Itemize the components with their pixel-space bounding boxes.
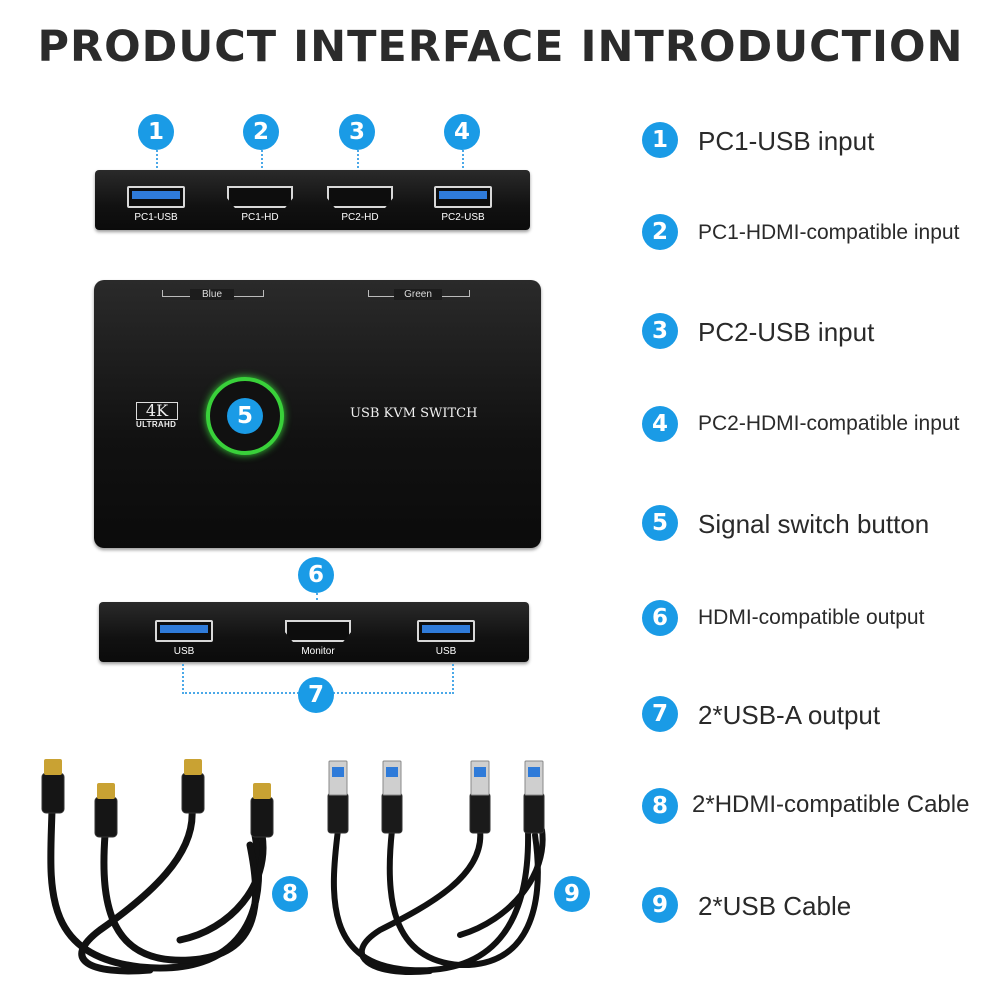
- monitor-caption: Monitor: [301, 646, 335, 657]
- logo-4k: 4K ULTRAHD: [136, 402, 180, 429]
- badge-8: 8: [272, 876, 308, 912]
- legend-label: 2*HDMI-compatible Cable: [692, 791, 970, 818]
- legend-label: PC2-USB input: [698, 317, 875, 347]
- legend-label: PC1-HDMI-compatible input: [698, 221, 960, 244]
- connector-line-2: [261, 150, 263, 172]
- badge-3: 3: [339, 114, 375, 150]
- legend-badge: 2: [642, 214, 678, 250]
- legend-item-4: 4 PC2-HDMI-compatible input: [640, 404, 998, 444]
- logo-ultrahd-text: ULTRAHD: [136, 420, 177, 429]
- legend-item-1: 1 PC1-USB input: [640, 120, 998, 160]
- legend-label: 2*USB Cable: [698, 891, 852, 921]
- legend-badge: 6: [642, 600, 678, 636]
- pc1-usb-caption: PC1-USB: [134, 212, 178, 223]
- device-name: USB KVM SWITCH: [350, 406, 478, 421]
- legend-label: 2*USB-A output: [698, 700, 881, 730]
- output-usb-caption-right: USB: [435, 646, 457, 657]
- legend-label: Signal switch button: [698, 509, 930, 539]
- hdmi-cables-illustration: [41, 759, 274, 975]
- connector-line-6: [316, 593, 318, 608]
- signal-switch-button[interactable]: 5: [206, 377, 284, 455]
- logo-4k-text: 4K: [136, 402, 178, 420]
- pc1-usb-port: [127, 186, 185, 208]
- pc2-hd-caption: PC2-HD: [341, 212, 379, 223]
- legend-item-3: 3 PC2-USB input: [640, 311, 998, 351]
- badge-1: 1: [138, 114, 174, 150]
- blue-label: Blue: [190, 289, 234, 300]
- output-usb-port-right: [417, 620, 475, 642]
- pc2-hd-port: [327, 186, 393, 208]
- badge-9: 9: [554, 876, 590, 912]
- badge-7: 7: [298, 677, 334, 713]
- legend-badge: 4: [642, 406, 678, 442]
- monitor-hd-port: [285, 620, 351, 642]
- legend-badge: 5: [642, 505, 678, 541]
- legend-label: PC1-USB input: [698, 126, 875, 156]
- connector-line-1: [156, 150, 158, 172]
- kvm-device-face: Blue Green 4K ULTRAHD 5 USB KVM SWITCH: [94, 280, 541, 548]
- badge-2: 2: [243, 114, 279, 150]
- legend-label: PC2-HDMI-compatible input: [698, 412, 960, 435]
- badge-4: 4: [444, 114, 480, 150]
- legend-item-2: 2 PC1-HDMI-compatible input: [640, 212, 998, 252]
- pc2-usb-port: [434, 186, 492, 208]
- connector-line-3: [357, 150, 359, 172]
- legend-badge: 8: [642, 788, 678, 824]
- usb-cables-illustration: [327, 760, 546, 975]
- legend-item-6: 6 HDMI-compatible output: [640, 598, 998, 638]
- green-label: Green: [394, 289, 442, 300]
- pc2-usb-caption: PC2-USB: [441, 212, 485, 223]
- badge-6: 6: [298, 557, 334, 593]
- bottom-port-panel: USB Monitor USB: [99, 602, 529, 662]
- pc1-hd-caption: PC1-HD: [241, 212, 279, 223]
- legend-item-7: 7 2*USB-A output: [640, 694, 998, 734]
- badge-5: 5: [227, 398, 263, 434]
- legend-badge: 7: [642, 696, 678, 732]
- top-port-panel: PC1-USB PC1-HD PC2-HD PC2-USB: [95, 170, 530, 230]
- pc1-hd-port: [227, 186, 293, 208]
- legend-item-5: 5 Signal switch button: [640, 503, 998, 543]
- legend-badge: 1: [642, 122, 678, 158]
- legend-badge: 9: [642, 887, 678, 923]
- legend-item-8: 8 2*HDMI-compatible Cable: [640, 786, 998, 826]
- legend-label: HDMI-compatible output: [698, 606, 925, 629]
- connector-line-4: [462, 150, 464, 172]
- legend-badge: 3: [642, 313, 678, 349]
- output-usb-port-left: [155, 620, 213, 642]
- page-title: PRODUCT INTERFACE INTRODUCTION: [37, 22, 964, 72]
- output-usb-caption-left: USB: [173, 646, 195, 657]
- legend-item-9: 9 2*USB Cable: [640, 885, 998, 925]
